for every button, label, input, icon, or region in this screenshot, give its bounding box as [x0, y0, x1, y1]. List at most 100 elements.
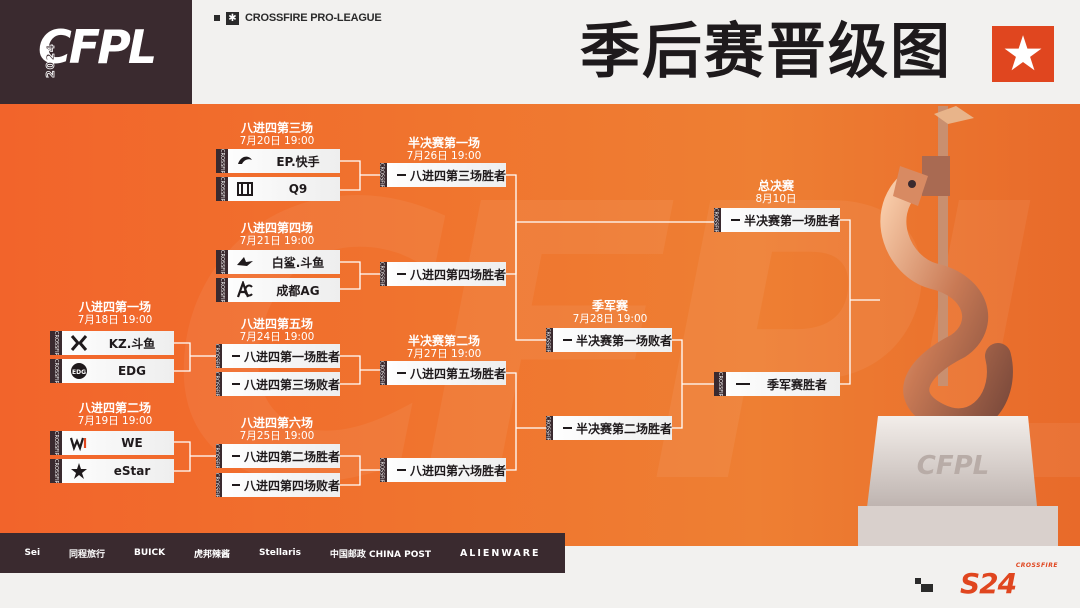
team-row[interactable]: CROSSFIRE PRO-LEAGUE 2024 KZ.斗鱼: [50, 331, 174, 355]
match-label-r8-6: 八进四第六场 7月25日 19:00: [220, 417, 334, 443]
tbd-dash-icon: [232, 455, 240, 457]
tbd-dash-icon: [563, 339, 572, 341]
season-badge: CROSSFIRE S24: [960, 562, 1058, 599]
row-tab: CROSSFIRE PRO-LEAGUE 2024: [50, 331, 62, 355]
team-row[interactable]: CROSSFIRE PRO-LEAGUE 2024 八进四第三场胜者: [380, 163, 506, 187]
row-tab: CROSSFIRE PRO-LEAGUE 2024: [714, 208, 722, 232]
tbd-dash-icon: [736, 383, 750, 385]
tbd-dash-icon: [397, 372, 406, 374]
tbd-dash-icon: [397, 174, 406, 176]
cfpl-logo: CFPL: [38, 20, 157, 74]
row-tab: CROSSFIRE PRO-LEAGUE 2024: [380, 458, 388, 482]
match-date: 7月28日 19:00: [572, 313, 648, 325]
sponsor-logo: BUICK: [133, 548, 166, 558]
team-name: 八进四第三场败者: [243, 377, 340, 392]
match-label-final: 总决赛 8月10日: [716, 180, 836, 206]
match-date: 7月21日 19:00: [239, 235, 315, 247]
tbd-dash-icon: [232, 383, 240, 385]
tbd-dash-icon: [397, 273, 406, 275]
team-row[interactable]: CROSSFIRE PRO-LEAGUE 2024 白鲨.斗鱼: [216, 250, 340, 274]
tbd-dash-icon: [232, 355, 240, 357]
match-title: 八进四第五场: [240, 317, 313, 331]
league-brand: ✱ CROSSFIRE PRO-LEAGUE: [214, 10, 382, 26]
row-tab: CROSSFIRE PRO-LEAGUE 2024: [380, 361, 388, 385]
sponsor-logo: 中国邮政 CHINA POST: [329, 549, 432, 560]
team-row[interactable]: CROSSFIRE PRO-LEAGUE 2024 八进四第三场败者: [216, 372, 340, 396]
row-tab: CROSSFIRE PRO-LEAGUE 2024: [546, 328, 554, 352]
match-label-r8-4: 八进四第四场 7月21日 19:00: [220, 222, 334, 248]
trophy-illustration: CFPL: [858, 106, 1058, 546]
team-name: 半决赛第一场胜者: [743, 213, 840, 228]
team-name: Q9: [288, 182, 308, 196]
match-label-sf-1: 半决赛第一场 7月26日 19:00: [384, 137, 504, 163]
match-date: 7月20日 19:00: [239, 135, 315, 147]
row-tab: CROSSFIRE PRO-LEAGUE 2024: [216, 177, 228, 201]
team-row[interactable]: CROSSFIRE PRO-LEAGUE 2024 Q9: [216, 177, 340, 201]
team-row[interactable]: CROSSFIRE PRO-LEAGUE 2024 成都AG: [216, 278, 340, 302]
team-name: 八进四第四场败者: [243, 478, 340, 493]
team-name: EDG: [117, 364, 146, 378]
team-row[interactable]: CROSSFIRE PRO-LEAGUE 2024 EDG EDG: [50, 359, 174, 383]
team-row[interactable]: CROSSFIRE PRO-LEAGUE 2024 季军赛胜者: [714, 372, 840, 396]
star-icon: ✱: [226, 11, 239, 25]
row-tab: CROSSFIRE PRO-LEAGUE 2024: [546, 416, 554, 440]
sponsor-logo: 虎邦辣酱: [194, 549, 231, 560]
team-name: 八进四第四场胜者: [409, 267, 506, 282]
match-title: 八进四第四场: [240, 221, 313, 235]
team-row[interactable]: CROSSFIRE PRO-LEAGUE 2024 八进四第六场胜者: [380, 458, 506, 482]
season-label: S24: [960, 567, 1017, 600]
row-tab: CROSSFIRE PRO-LEAGUE 2024: [216, 278, 228, 302]
estar-team-logo-icon: [68, 460, 90, 482]
match-label-third: 季军赛 7月28日 19:00: [550, 300, 670, 326]
team-row[interactable]: CROSSFIRE PRO-LEAGUE 2024 EP.快手: [216, 149, 340, 173]
row-tab: CROSSFIRE PRO-LEAGUE 2024: [50, 459, 62, 483]
star-badge-icon: ★: [992, 26, 1054, 82]
team-name: WE: [121, 436, 143, 450]
q9-team-logo-icon: [234, 178, 256, 200]
row-tab: CROSSFIRE PRO-LEAGUE 2024: [216, 149, 228, 173]
team-row[interactable]: CROSSFIRE PRO-LEAGUE 2024 WE: [50, 431, 174, 455]
team-row[interactable]: CROSSFIRE PRO-LEAGUE 2024 八进四第五场胜者: [380, 361, 506, 385]
match-date: 7月24日 19:00: [239, 331, 315, 343]
match-label-r8-3: 八进四第三场 7月20日 19:00: [220, 122, 334, 148]
team-row[interactable]: CROSSFIRE PRO-LEAGUE 2024 eStar: [50, 459, 174, 483]
kz-team-logo-icon: [68, 332, 90, 354]
team-row[interactable]: CROSSFIRE PRO-LEAGUE 2024 八进四第四场胜者: [380, 262, 506, 286]
svg-text:EDG: EDG: [72, 369, 86, 376]
match-title: 总决赛: [757, 179, 794, 193]
team-name: 季军赛胜者: [766, 377, 827, 392]
match-title: 八进四第一场: [78, 300, 151, 314]
team-row[interactable]: CROSSFIRE PRO-LEAGUE 2024 半决赛第一场败者: [546, 328, 672, 352]
team-row[interactable]: CROSSFIRE PRO-LEAGUE 2024 半决赛第二场胜者: [546, 416, 672, 440]
team-name: eStar: [113, 464, 151, 478]
match-label-r8-1: 八进四第一场 7月18日 19:00: [60, 301, 170, 327]
row-tab: CROSSFIRE PRO-LEAGUE 2024: [216, 250, 228, 274]
sponsor-logo: 同程旅行: [69, 549, 106, 560]
row-tab: CROSSFIRE PRO-LEAGUE 2024: [216, 344, 223, 368]
team-name: 八进四第六场胜者: [409, 463, 506, 478]
team-name: 半决赛第二场胜者: [575, 421, 672, 436]
row-tab: CROSSFIRE PRO-LEAGUE 2024: [50, 431, 62, 455]
match-date: 7月19日 19:00: [77, 415, 153, 427]
sponsor-bar: Sei 同程旅行 BUICK 虎邦辣酱 Stellaris 中国邮政 CHINA…: [0, 533, 565, 573]
team-name: 八进四第二场胜者: [243, 449, 340, 464]
logo-year: 2024: [44, 43, 58, 78]
cfpl-logo-box: CFPL 2024: [0, 0, 192, 104]
team-row[interactable]: CROSSFIRE PRO-LEAGUE 2024 八进四第一场胜者: [216, 344, 340, 368]
tbd-dash-icon: [397, 469, 406, 471]
we-team-logo-icon: [68, 432, 90, 454]
match-date: 7月18日 19:00: [77, 314, 153, 326]
team-name: KZ.斗鱼: [108, 336, 156, 351]
brand-small: CROSSFIRE: [1015, 562, 1058, 569]
league-name: CROSSFIRE PRO-LEAGUE: [245, 12, 382, 24]
sponsor-logo: ALIENWARE: [459, 547, 541, 559]
match-date: 8月10日: [755, 193, 797, 205]
team-name: 八进四第一场胜者: [243, 349, 340, 364]
team-row[interactable]: CROSSFIRE PRO-LEAGUE 2024 半决赛第一场胜者: [714, 208, 840, 232]
match-label-sf-2: 半决赛第二场 7月27日 19:00: [384, 335, 504, 361]
team-row[interactable]: CROSSFIRE PRO-LEAGUE 2024 八进四第二场胜者: [216, 444, 340, 468]
match-title: 八进四第六场: [240, 416, 313, 430]
team-row[interactable]: CROSSFIRE PRO-LEAGUE 2024 八进四第四场败者: [216, 473, 340, 497]
tbd-dash-icon: [232, 484, 240, 486]
tbd-dash-icon: [563, 427, 572, 429]
